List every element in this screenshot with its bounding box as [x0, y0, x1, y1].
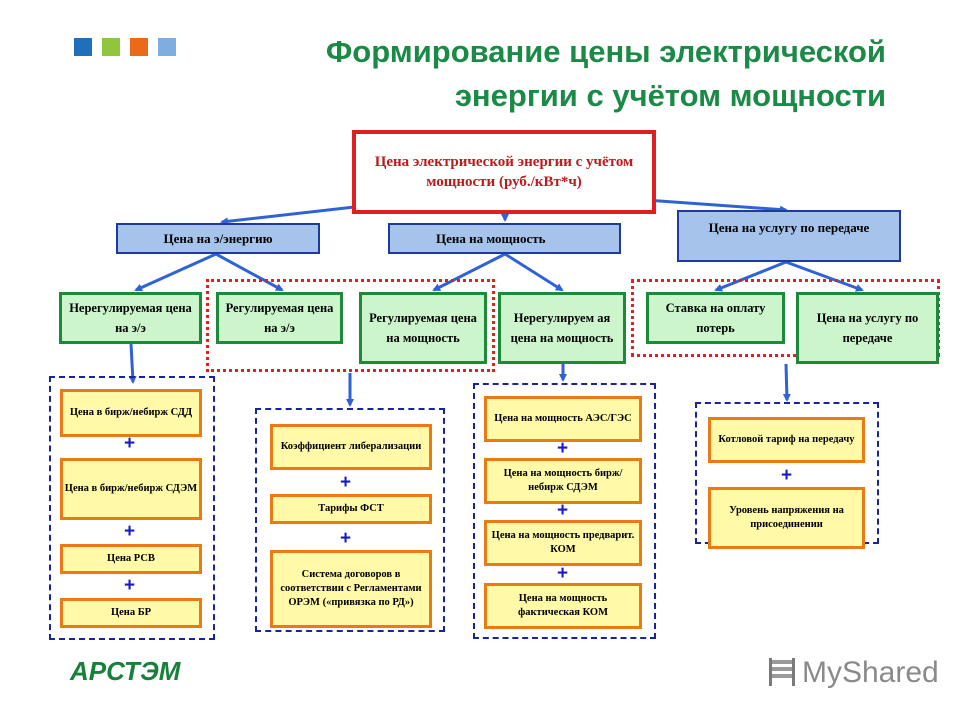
group2-item: Система договоров в соответствии с Регла… — [270, 550, 432, 628]
transmission-service-label: Цена на услугу по передаче — [816, 311, 919, 345]
regulated-capacity-label: Регулируемая цена на мощность — [369, 311, 477, 345]
presentation-icon — [769, 658, 795, 686]
plus-sign: + — [781, 465, 793, 486]
group3-item: Цена на мощность бирж/небирж СДЭМ — [484, 458, 642, 504]
header-square-green — [102, 38, 120, 56]
regulated-energy-box: Регулируемая цена на э/э — [216, 292, 343, 344]
group3-item: Цена на мощность предварит. КОМ — [484, 520, 642, 566]
plus-sign: + — [340, 528, 352, 549]
arstem-logo: АРСТЭМ — [70, 656, 181, 686]
energy-price-box: Цена на э/энергию — [116, 223, 320, 254]
unregulated-capacity-label: Нерегулируем ая цена на мощность — [510, 311, 614, 345]
plus-sign: + — [557, 563, 569, 584]
plus-sign: + — [340, 472, 352, 493]
transmission-service-box: Цена на услугу по передаче — [796, 292, 939, 364]
plus-sign: + — [124, 433, 136, 454]
root-price-label: Цена электрической энергии с учётом мощн… — [374, 154, 634, 190]
group4-item: Котловой тариф на передачу — [708, 417, 865, 463]
regulated-capacity-box: Регулируемая цена на мощность — [359, 292, 487, 364]
plus-sign: + — [124, 575, 136, 596]
unregulated-energy-label: Нерегулируемая цена на э/э — [69, 301, 192, 335]
loss-rate-label: Ставка на оплату потерь — [665, 301, 766, 335]
group1-item: Цена в бирж/небирж СДД — [60, 389, 202, 437]
myshared-logo: MyShared — [768, 656, 939, 690]
loss-rate-box: Ставка на оплату потерь — [646, 292, 785, 344]
transmission-price-label: Цена на услугу по передаче — [708, 220, 870, 235]
capacity-components-group — [473, 383, 656, 639]
header-square-lightblue — [158, 38, 176, 56]
regulated-group-outline — [206, 279, 495, 372]
unregulated-capacity-box: Нерегулируем ая цена на мощность — [498, 292, 626, 364]
plus-sign: + — [557, 500, 569, 521]
group4-item: Уровень напряжения на присоединении — [708, 487, 865, 549]
page-title: Формирование цены электрической энергии … — [325, 34, 886, 113]
plus-sign: + — [124, 521, 136, 542]
myshared-logo-text: MyShared — [802, 656, 939, 689]
header-square-orange — [130, 38, 148, 56]
plus-sign: + — [557, 438, 569, 459]
regulated-components-group — [255, 408, 445, 632]
group2-item: Коэффициент либерализации — [270, 424, 432, 470]
energy-price-label: Цена на э/энергию — [163, 230, 273, 246]
group3-item: Цена на мощность АЭС/ГЭС — [484, 396, 642, 442]
group1-item: Цена РСВ — [60, 544, 202, 574]
capacity-price-label: Цена на мощность — [436, 230, 546, 246]
group1-item: Цена БР — [60, 598, 202, 628]
group2-item: Тарифы ФСТ — [270, 494, 432, 524]
group3-item: Цена на мощность фактическая КОМ — [484, 583, 642, 629]
header-square-blue — [74, 38, 92, 56]
unregulated-energy-box: Нерегулируемая цена на э/э — [59, 292, 202, 344]
root-price-box: Цена электрической энергии с учётом мощн… — [352, 130, 656, 214]
capacity-price-box: Цена на мощность — [388, 223, 621, 254]
group1-item: Цена в бирж/небирж СДЭМ — [60, 458, 202, 520]
regulated-energy-label: Регулируемая цена на э/э — [225, 301, 334, 335]
energy-components-group — [49, 376, 215, 640]
transmission-price-box: Цена на услугу по передаче — [677, 210, 901, 262]
